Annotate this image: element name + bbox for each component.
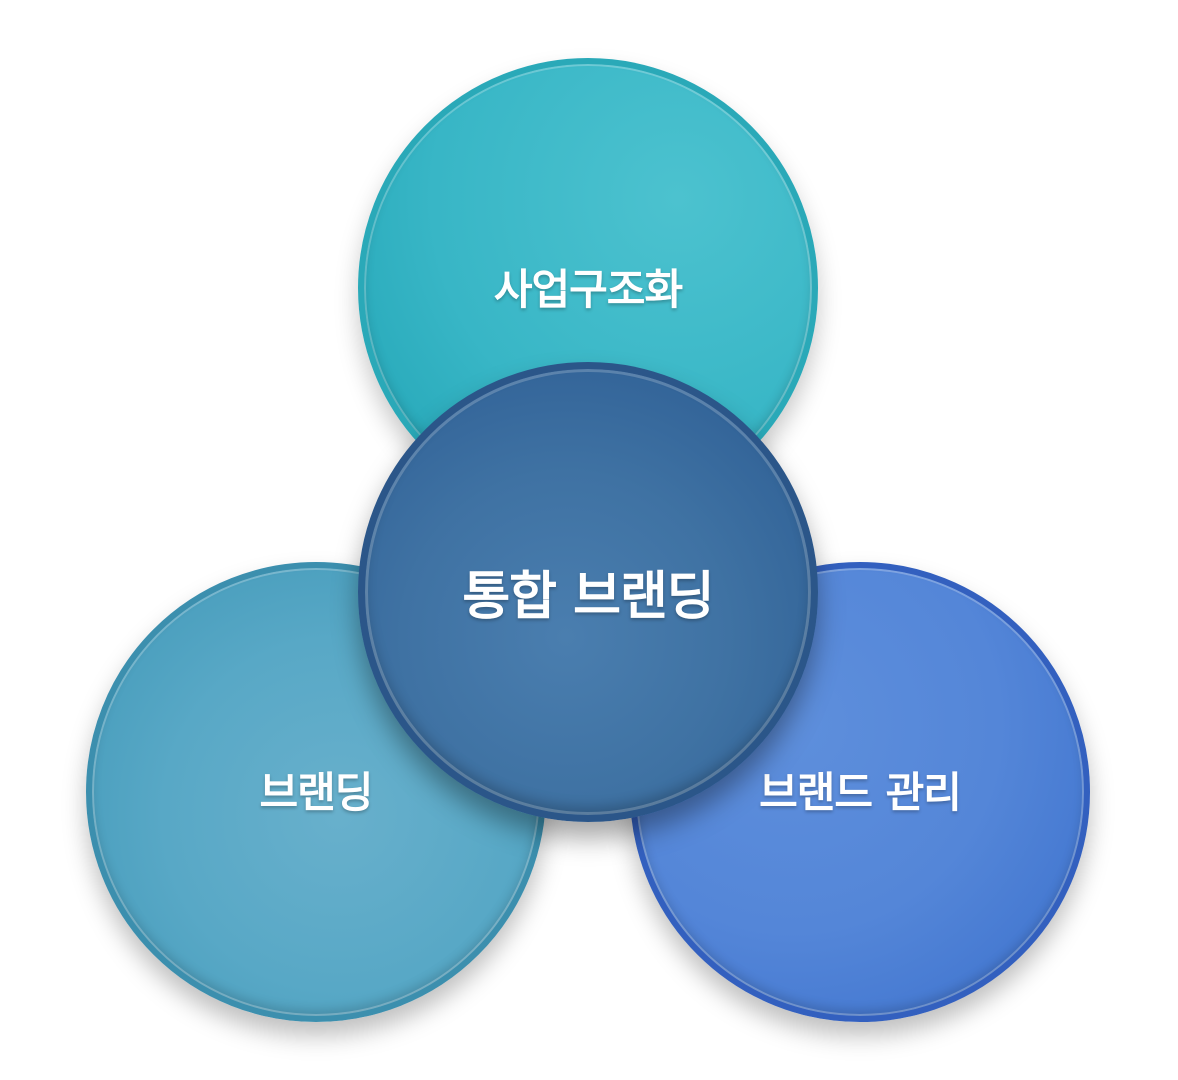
circle-label-left: 브랜딩 [259,767,374,817]
circle-integrated-branding: 통합 브랜딩 [358,362,818,822]
circle-label-top: 사업구조화 [493,264,683,314]
circle-branding: 브랜딩 [86,562,546,1022]
circle-label-right: 브랜드 관리 [759,767,962,817]
circle-label-center: 통합 브랜딩 [462,566,714,627]
